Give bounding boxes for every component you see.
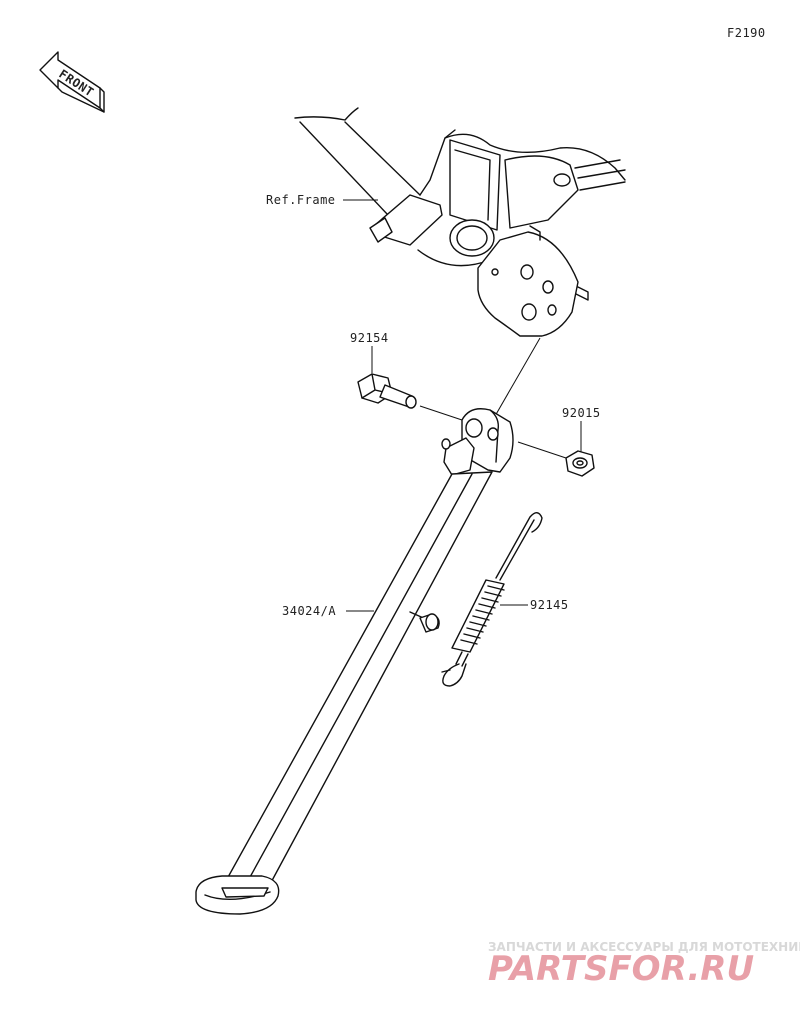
spring-92145	[441, 512, 543, 687]
watermark-brand: PARTSFOR.RU	[488, 949, 754, 989]
bolt-92154	[357, 373, 417, 409]
front-arrow-icon: FRONT	[39, 51, 105, 113]
watermark-subtitle: ЗАПЧАСТИ И АКСЕССУАРЫ ДЛЯ МОТОТЕХНИКИ	[488, 940, 800, 954]
nut-92015	[565, 450, 595, 477]
callout-nut-92015: 92015	[562, 406, 601, 420]
callout-bolt-92154: 92154	[350, 331, 389, 345]
callout-stand-34024a: 34024/A	[282, 604, 336, 618]
frame-reference	[294, 107, 626, 337]
callout-ref-frame: Ref.Frame	[266, 193, 336, 207]
figure-code: F2190	[727, 26, 766, 40]
callout-spring-92145: 92145	[530, 598, 569, 612]
spring-pin	[409, 611, 440, 633]
side-stand-34024a	[195, 408, 514, 915]
